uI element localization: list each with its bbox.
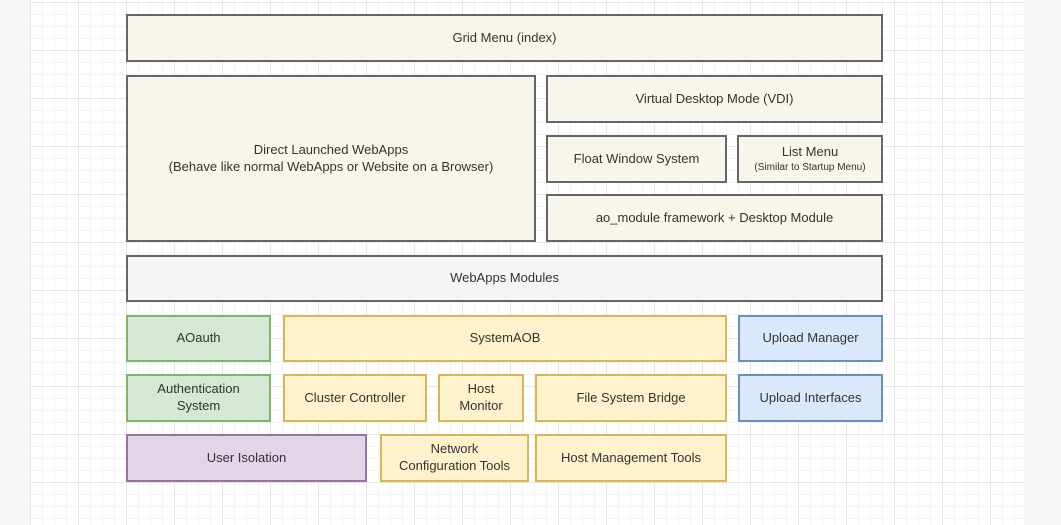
box-cluster-controller: Cluster Controller (283, 374, 427, 422)
box-system-aob: SystemAOB (283, 315, 727, 362)
box-authentication-system: Authentication System (126, 374, 271, 422)
box-network-configuration-tools: Network Configuration Tools (380, 434, 529, 482)
box-network-configuration-tools-line1: Network (430, 441, 479, 457)
box-direct-launched-webapps-line2: (Behave like normal WebApps or Website o… (168, 158, 494, 174)
box-direct-launched-webapps-line1: Direct Launched WebApps (253, 141, 409, 157)
box-file-system-bridge-label: File System Bridge (576, 389, 686, 405)
box-user-isolation: User Isolation (126, 434, 367, 482)
box-list-menu-sublabel: (Similar to Startup Menu) (754, 161, 866, 173)
box-host-monitor: Host Monitor (438, 374, 524, 422)
box-direct-launched-webapps: Direct Launched WebApps (Behave like nor… (126, 75, 536, 242)
box-authentication-system-line2: System (176, 398, 221, 413)
box-upload-interfaces: Upload Interfaces (738, 374, 883, 422)
box-upload-manager-label: Upload Manager (762, 330, 859, 346)
box-host-monitor-line2: Monitor (459, 398, 503, 413)
box-float-window-system: Float Window System (546, 135, 727, 183)
box-user-isolation-label: User Isolation (206, 449, 287, 465)
box-ao-module-framework: ao_module framework + Desktop Module (546, 194, 883, 242)
canvas-left-margin (0, 0, 30, 525)
box-virtual-desktop-mode-label: Virtual Desktop Mode (VDI) (635, 90, 794, 106)
box-virtual-desktop-mode: Virtual Desktop Mode (VDI) (546, 75, 883, 123)
box-webapps-modules: WebApps Modules (126, 255, 883, 302)
box-authentication-system-line1: Authentication (157, 381, 240, 397)
box-upload-interfaces-label: Upload Interfaces (759, 389, 862, 405)
box-ao-module-framework-label: ao_module framework + Desktop Module (595, 209, 834, 225)
box-list-menu-label: List Menu (781, 144, 839, 160)
box-aoauth: AOauth (126, 315, 271, 362)
box-cluster-controller-label: Cluster Controller (304, 389, 406, 405)
box-webapps-modules-label: WebApps Modules (450, 270, 559, 286)
canvas-right-margin (1024, 0, 1061, 525)
box-network-configuration-tools-line2: Configuration Tools (398, 458, 511, 473)
box-aoauth-label: AOauth (176, 330, 221, 346)
box-upload-manager: Upload Manager (738, 315, 883, 362)
box-host-monitor-line1: Host (467, 381, 495, 397)
box-host-management-tools-label: Host Management Tools (561, 449, 701, 465)
box-float-window-system-label: Float Window System (573, 150, 700, 166)
box-system-aob-label: SystemAOB (469, 330, 541, 346)
box-grid-menu: Grid Menu (index) (126, 14, 883, 62)
box-grid-menu-label: Grid Menu (index) (452, 29, 557, 45)
box-list-menu: List Menu (Similar to Startup Menu) (737, 135, 883, 183)
box-file-system-bridge: File System Bridge (535, 374, 727, 422)
box-host-management-tools: Host Management Tools (535, 434, 727, 482)
